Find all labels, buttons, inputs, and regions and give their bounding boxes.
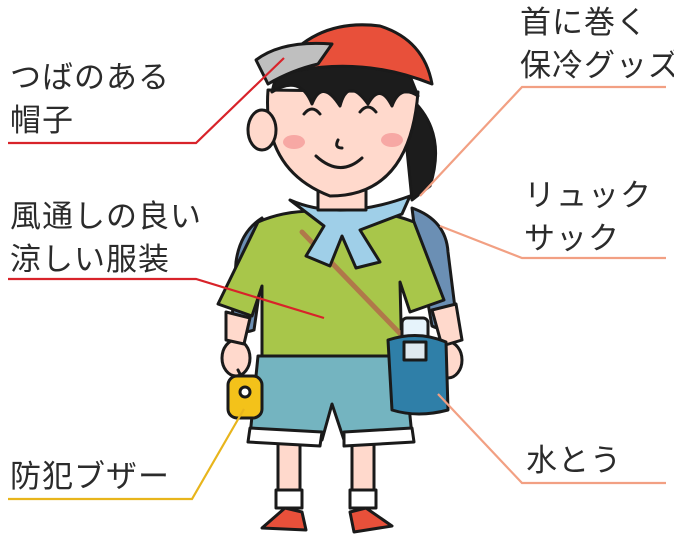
- buzzer-leader: [8, 408, 245, 501]
- label-backpack: リュック サック: [524, 175, 652, 261]
- label-neck-line-1: 首に巻く: [520, 5, 648, 41]
- label-neck-line-2: 保冷グッズ: [520, 48, 674, 84]
- label-buzzer: 防犯ブザー: [10, 456, 170, 499]
- label-neck-cooler: 首に巻く 保冷グッズ: [520, 2, 674, 88]
- label-clothes: 風通しの良い 涼しい服装: [10, 196, 202, 282]
- water-bottle: [386, 316, 450, 416]
- bottle-leader: [437, 393, 666, 485]
- legs: [260, 438, 394, 534]
- label-hat-line-2: 帽子: [10, 103, 74, 139]
- shorts: [248, 354, 414, 442]
- buzzer: [226, 368, 264, 420]
- backpack-leader: [439, 224, 666, 260]
- hat: [280, 23, 434, 86]
- label-backpack-line-1: リュック: [524, 178, 652, 214]
- leader-lines: [8, 57, 666, 501]
- label-clothes-line-1: 風通しの良い: [10, 199, 202, 235]
- hat-leader: [8, 57, 285, 145]
- hat-visor: [254, 41, 334, 86]
- label-hat: つばのある 帽子: [10, 57, 170, 143]
- clothes-leader: [8, 277, 325, 320]
- neck-leader: [419, 85, 666, 197]
- label-backpack-line-2: サック: [524, 221, 620, 257]
- scarf: [288, 194, 412, 270]
- label-bottle-line-1: 水とう: [526, 443, 622, 479]
- label-water-bottle: 水とう: [526, 440, 622, 483]
- label-hat-line-1: つばのある: [10, 60, 170, 96]
- label-clothes-line-2: 涼しい服装: [10, 242, 170, 278]
- label-buzzer-line-1: 防犯ブザー: [10, 459, 170, 495]
